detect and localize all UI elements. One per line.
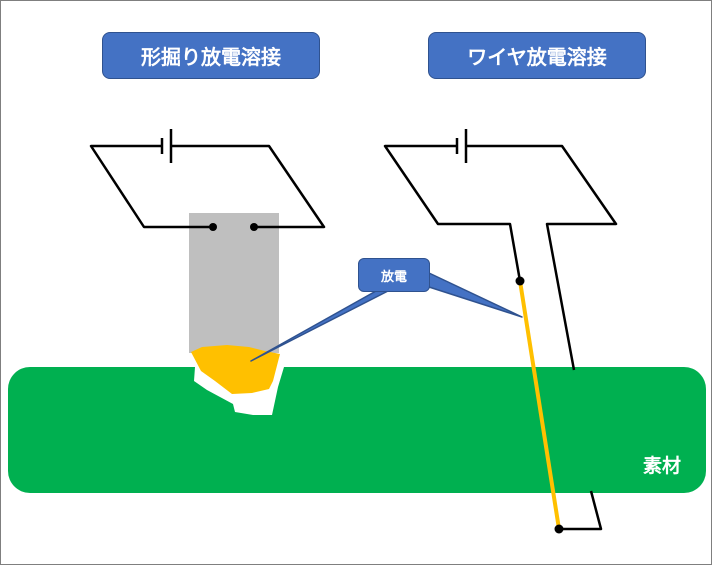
wire-circuit xyxy=(383,144,618,531)
discharge-callout: 放電 xyxy=(358,258,430,292)
title-wire-edm: ワイヤ放電溶接 xyxy=(428,32,646,79)
right-terminal-dot xyxy=(250,223,258,231)
title-die-sinking-edm: 形掘り放電溶接 xyxy=(102,32,320,79)
left-circuit xyxy=(89,144,326,229)
wire-electrode xyxy=(518,280,561,530)
wire-top-dot xyxy=(515,276,525,286)
electrode-block xyxy=(189,213,279,353)
right-battery-icon xyxy=(455,129,468,163)
left-battery-icon xyxy=(160,129,173,163)
callout-pointer-right xyxy=(428,272,523,318)
left-terminal-dot xyxy=(209,223,217,231)
material-block xyxy=(8,367,706,493)
material-label: 素材 xyxy=(643,455,682,477)
wire-bottom-dot xyxy=(554,524,564,534)
